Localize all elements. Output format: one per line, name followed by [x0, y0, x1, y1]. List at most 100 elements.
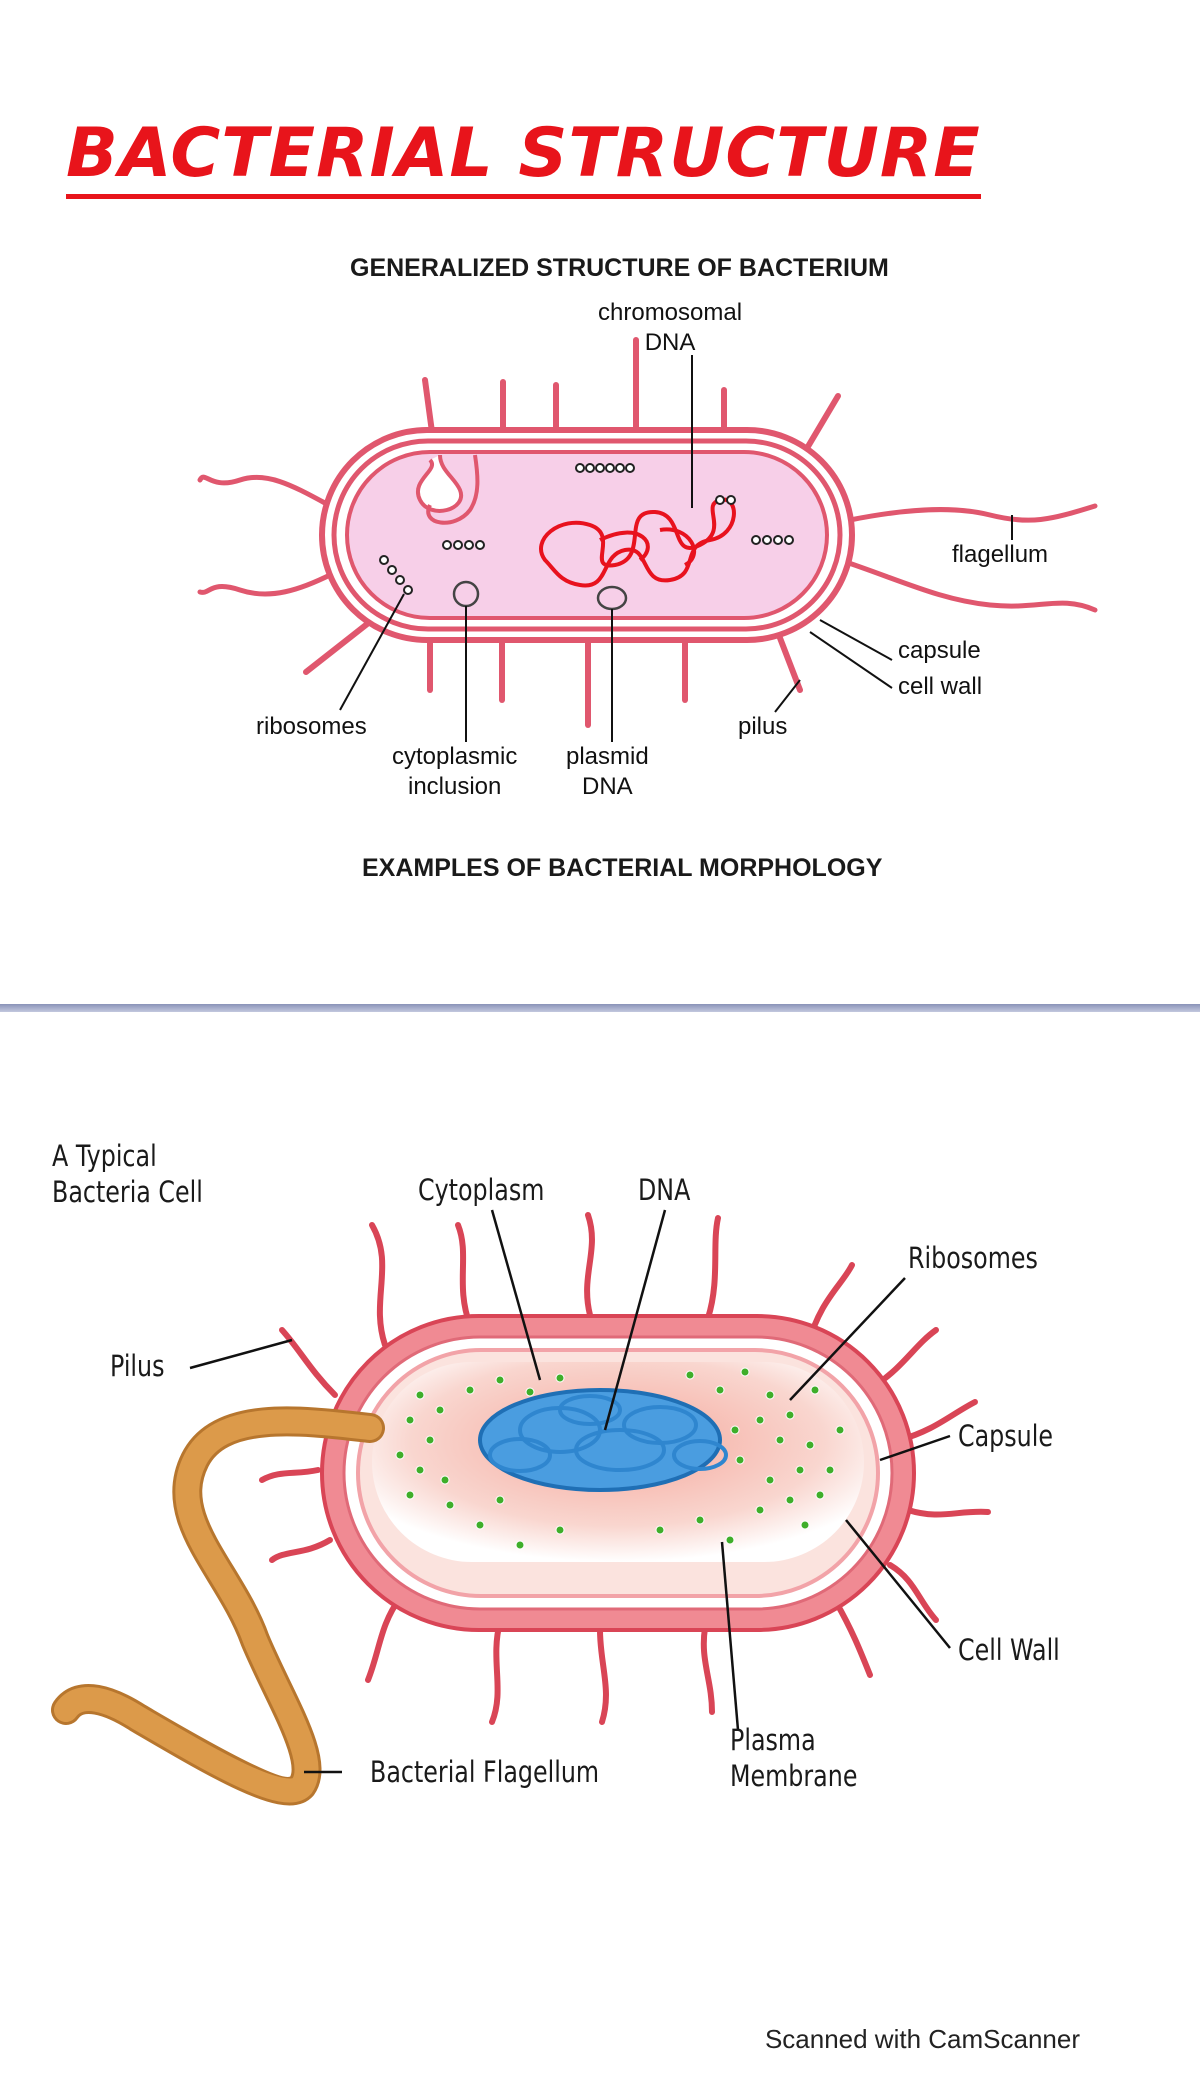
ribosome-dot — [726, 495, 736, 505]
ribosome — [765, 1390, 775, 1400]
ribosome — [495, 1375, 505, 1385]
ribosome — [755, 1505, 765, 1515]
ribosome — [555, 1373, 565, 1383]
label-cell-wall: Cell Wall — [958, 1633, 1060, 1667]
leader-line — [845, 1519, 951, 1649]
section-divider — [0, 1004, 1200, 1012]
leader-line — [879, 1434, 951, 1462]
leader-line — [819, 619, 893, 661]
diagram2-dna-tangle — [478, 1388, 728, 1492]
diagram2-leader-lines — [189, 1209, 951, 1774]
ribosome-dot — [605, 463, 615, 473]
mesosome-fold-inner — [426, 454, 480, 525]
ribosome — [825, 1465, 835, 1475]
label-bacterial-flagellum: Bacterial Flagellum — [370, 1755, 600, 1789]
ribosome-dot — [762, 535, 772, 545]
label-pilus: Pilus — [110, 1349, 165, 1383]
diagram2-ribosomes — [395, 1367, 845, 1550]
ribosome — [465, 1385, 475, 1395]
pilus-curve — [905, 1507, 991, 1518]
label-dna: DNA — [638, 1173, 691, 1207]
ribosome — [440, 1475, 450, 1485]
ribosome — [795, 1465, 805, 1475]
label-flagellum: flagellum — [952, 541, 1049, 568]
ribosome — [835, 1425, 845, 1435]
ribosome — [800, 1520, 810, 1530]
ribosome — [515, 1540, 525, 1550]
leader-line — [809, 631, 893, 689]
ribosome — [735, 1455, 745, 1465]
ribosome-dot — [575, 463, 585, 473]
flagellum-line — [847, 503, 1098, 523]
pilus-curve — [489, 1619, 503, 1725]
chromosomal-dna-strand — [539, 497, 736, 588]
cytoplasm-area — [345, 450, 829, 620]
pilus-curve — [833, 1599, 873, 1678]
pilus-curve — [887, 1562, 939, 1623]
dna-loop — [488, 1437, 552, 1473]
ribosome — [740, 1367, 750, 1377]
label-ribosomes: ribosomes — [256, 713, 367, 740]
label-cytoplasm: Cytoplasm — [418, 1173, 545, 1207]
ribosome — [730, 1425, 740, 1435]
diagram2-title: A Typical Bacteria Cell — [52, 1139, 203, 1209]
ribosome — [755, 1415, 765, 1425]
ribosome — [805, 1440, 815, 1450]
ribosome — [395, 1450, 405, 1460]
pilus-curve — [365, 1595, 403, 1683]
ribosome-dot — [585, 463, 595, 473]
leader-line — [490, 1209, 542, 1381]
diagram1-footer: EXAMPLES OF BACTERIAL MORPHOLOGY — [362, 854, 883, 882]
leader-line — [720, 1541, 740, 1731]
leader-line — [339, 593, 405, 711]
ribosome — [475, 1520, 485, 1530]
pilus-curve — [873, 1327, 939, 1388]
diagram1-heading: GENERALIZED STRUCTURE OF BACTERIUM — [350, 254, 889, 282]
pilus-curve — [455, 1222, 473, 1328]
ribosome-dot — [475, 540, 485, 550]
ribosome — [815, 1490, 825, 1500]
pilus-curve — [269, 1537, 333, 1563]
pilus-curve — [259, 1467, 321, 1483]
ribosome — [785, 1410, 795, 1420]
ribosome-dot — [403, 585, 413, 595]
page-title: BACTERIAL STRUCTURE — [66, 116, 981, 199]
ribosome-dot — [387, 565, 397, 575]
ribosome — [435, 1405, 445, 1415]
diagram1-leader-lines — [339, 355, 1013, 742]
label-capsule: capsule — [898, 637, 981, 664]
scanner-watermark: Scanned with CamScanner — [764, 2024, 1080, 2054]
ribosome-dot — [615, 463, 625, 473]
ribosome — [405, 1415, 415, 1425]
label-cytoplasmic-inclusion: cytoplasmic inclusion — [392, 743, 518, 800]
label-cell-wall: cell wall — [898, 673, 983, 700]
leader-line — [774, 679, 801, 713]
ribosome-dot — [625, 463, 635, 473]
ribosome — [725, 1535, 735, 1545]
leader-line — [789, 1277, 906, 1401]
pilus-curve — [279, 1327, 338, 1398]
dna-loop — [558, 1394, 622, 1426]
pilus-curve — [700, 1625, 715, 1715]
ribosome-dot — [453, 540, 463, 550]
ribosome — [715, 1385, 725, 1395]
ribosome — [695, 1515, 705, 1525]
flagella-group — [197, 474, 1098, 613]
ribosome — [425, 1435, 435, 1445]
pilus-curve — [705, 1215, 721, 1321]
ribosome — [775, 1435, 785, 1445]
label-ribosomes: Ribosomes — [908, 1241, 1038, 1275]
ribosome-dot — [464, 540, 474, 550]
ribosome — [685, 1370, 695, 1380]
pilus-curve — [584, 1212, 595, 1318]
chromosomal-dna-strand — [599, 527, 697, 567]
ribosome — [415, 1465, 425, 1475]
diagram2-flagellum-fill — [54, 1409, 382, 1803]
ribosome — [655, 1525, 665, 1535]
pilus-line — [422, 377, 435, 435]
ribosome — [525, 1387, 535, 1397]
ribosome-dots — [379, 463, 794, 595]
label-plasmid-dna: plasmid DNA — [566, 743, 649, 800]
